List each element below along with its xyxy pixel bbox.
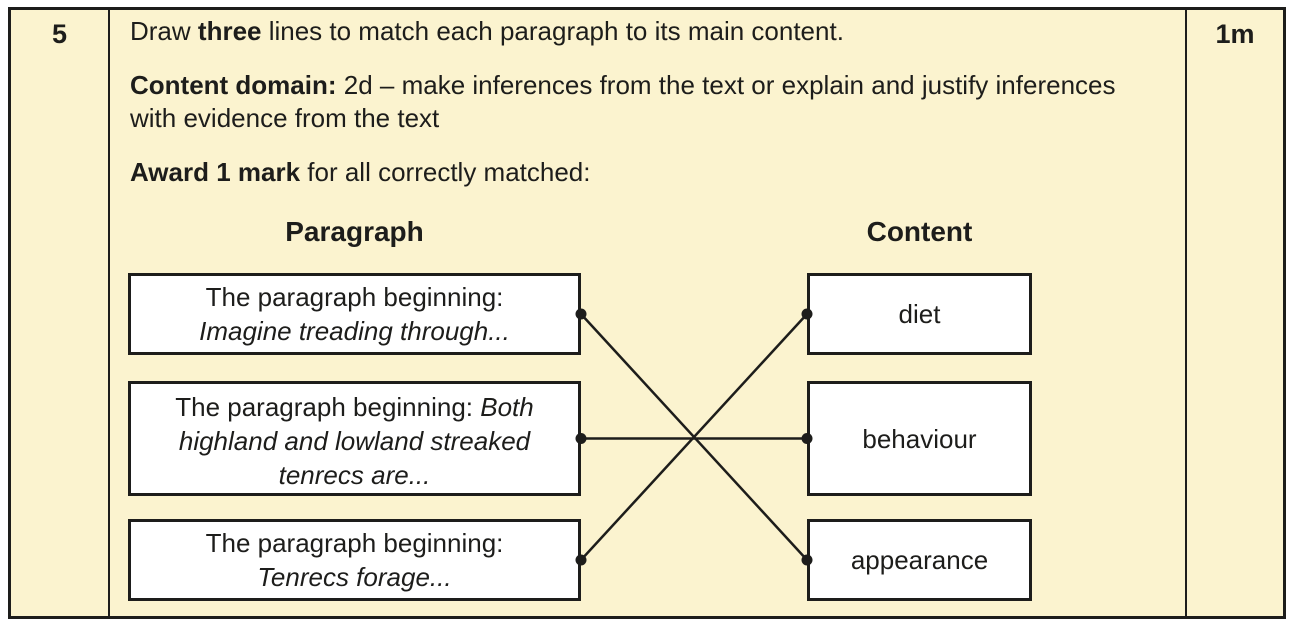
prompt-pre: Draw [130,16,198,46]
content-column-header: Content [866,216,973,247]
content-box-diet: diet [807,273,1032,355]
paragraph-box-2-prefix: The paragraph beginning: [175,392,481,422]
question-row: 5 1m Draw three lines to match each para… [8,7,1286,619]
content-box-behaviour: behaviour [807,381,1032,496]
content-box-appearance-label: appearance [850,545,989,575]
award-line: Award 1 mark for all correctly matched: [130,156,1142,189]
content-box-appearance: appearance [807,519,1032,601]
prompt-line: Draw three lines to match each paragraph… [130,15,1142,48]
content-domain-label: Content domain: [130,70,337,100]
content-box-diet-label: diet [898,299,941,329]
paragraph-box-1: The paragraph beginning: Imagine treadin… [128,273,581,355]
content-domain-text-1: 2d – make inferences from the text or ex… [336,70,1116,100]
paragraph-box-3-excerpt: Tenrecs forage... [257,562,452,592]
divider-left [108,10,110,616]
paragraph-box-3: The paragraph beginning: Tenrecs forage.… [128,519,581,601]
marks-label: 1m [1215,19,1255,49]
award-bold: Award 1 mark [130,157,301,187]
question-number-cell: 5 [11,10,108,50]
question-number: 5 [51,19,68,49]
paragraph-box-3-prefix: The paragraph beginning: [205,528,504,558]
paragraph-box-1-prefix: The paragraph beginning: [205,282,504,312]
question-text-block: Draw three lines to match each paragraph… [130,15,1142,210]
marks-cell: 1m [1187,10,1283,50]
paragraph-column-header: Paragraph [285,216,424,247]
content-domain-text-2: with evidence from the text [130,103,440,133]
prompt-post: lines to match each paragraph to its mai… [261,16,844,46]
content-domain-line: Content domain: 2d – make inferences fro… [130,69,1142,135]
award-rest: for all correctly matched: [300,157,591,187]
paragraph-box-2-excerpt: Both highland and lowland streaked tenre… [178,392,534,490]
prompt-bold: three [197,16,262,46]
divider-right [1185,10,1187,616]
paragraph-box-1-excerpt: Imagine treading through... [199,316,510,346]
content-box-behaviour-label: behaviour [862,423,977,454]
paragraph-box-2: The paragraph beginning: Both highland a… [128,381,581,496]
